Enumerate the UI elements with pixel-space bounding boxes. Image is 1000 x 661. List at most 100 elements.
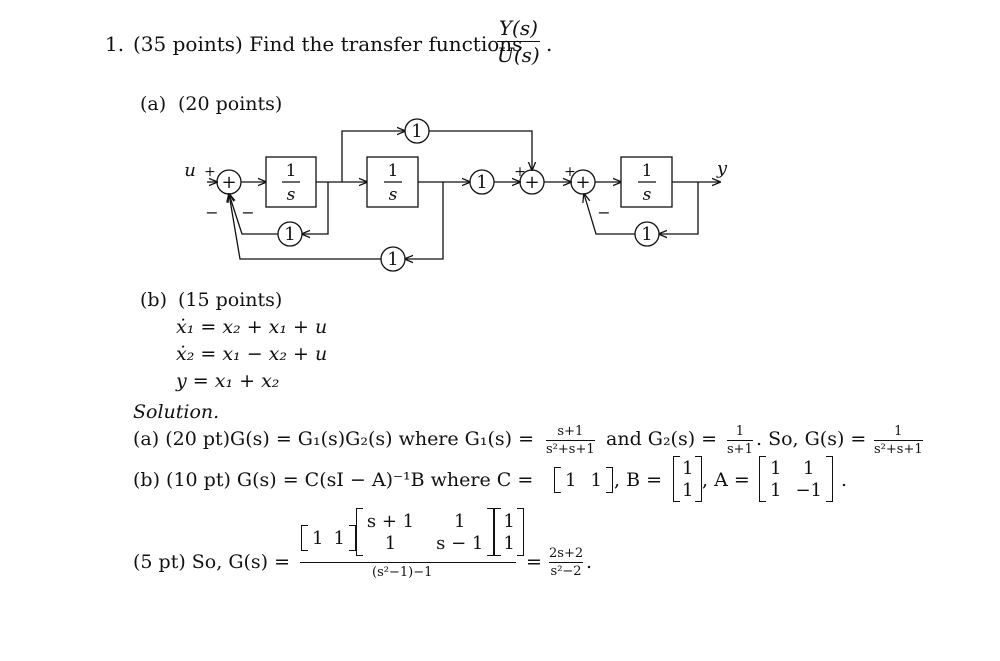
- matrix-a-entry: −1: [795, 479, 822, 501]
- matrix-b-entry: 1: [682, 457, 694, 479]
- gain-node: [634, 221, 660, 247]
- part-a-label: (a): [140, 93, 167, 115]
- gain-label: 1: [641, 224, 652, 245]
- feedback-line: [405, 182, 444, 259]
- minus-sign: −: [597, 203, 610, 222]
- feedback-line: [584, 194, 635, 235]
- gain-node: [469, 169, 495, 195]
- plus-sign: +: [514, 164, 526, 180]
- result-fraction: 2s+2 s²−2: [549, 546, 584, 580]
- minus-sign: −: [205, 203, 218, 222]
- feedback-line: [659, 182, 699, 234]
- state-equation-2: ẋ₂ = x₁ − x₂ + u: [176, 343, 328, 365]
- solution-b-prefix: (b) (10 pt) G(s) = C(sI − A)⁻¹B where C …: [133, 469, 534, 491]
- column-vector-entry: 1: [503, 532, 515, 554]
- feedforward-line: [429, 130, 532, 170]
- tf-period: .: [546, 32, 553, 56]
- matrix-a: 1 1 1 −1: [759, 456, 833, 502]
- adjugate-entry: 1: [454, 510, 466, 532]
- feedforward-line: [341, 131, 405, 182]
- matrix-a-entry: 1: [770, 479, 782, 501]
- row-vector: 1 1: [301, 525, 356, 551]
- matrix-a-entry: 1: [803, 457, 815, 479]
- g1-fraction: s+1 s²+s+1: [546, 425, 595, 456]
- summing-junction: [570, 169, 596, 195]
- tf-numerator: Y(s): [498, 16, 538, 40]
- output-equation: y = x₁ + x₂: [176, 370, 280, 392]
- matrix-c-entry: 1: [590, 469, 602, 491]
- feedback-line: [229, 194, 278, 235]
- row-vector-entry: 1: [312, 527, 324, 549]
- adjugate-entry: s + 1: [366, 510, 415, 532]
- minus-sign: −: [241, 203, 254, 222]
- gain-node: [277, 221, 303, 247]
- g2-numerator: 1: [735, 424, 745, 439]
- integrator-numerator: 1: [388, 161, 399, 181]
- column-vector-entry: 1: [503, 510, 515, 532]
- gain-label: 1: [411, 121, 422, 142]
- main-denominator: (s²−1)−1: [372, 565, 433, 580]
- main-fraction-bar: [300, 562, 516, 564]
- gain-label: 1: [387, 249, 398, 270]
- solution-b-A-label: , A =: [702, 469, 750, 491]
- g1-denominator: s²+s+1: [546, 442, 595, 458]
- g-denominator: s²+s+1: [874, 442, 923, 458]
- problem-intro: (35 points) Find the transfer functions: [133, 32, 523, 56]
- feedback-line: [229, 194, 381, 260]
- transfer-function-fraction: Y(s) U(s): [497, 18, 540, 65]
- part-a-points: (20 points): [178, 93, 283, 115]
- matrix-b: 1 1: [673, 456, 703, 502]
- integrator-denominator: s: [389, 185, 398, 205]
- gain-node: [404, 118, 430, 144]
- integrator-numerator: 1: [642, 161, 653, 181]
- adjugate-entry: s − 1: [436, 532, 484, 554]
- feedback-line: [302, 182, 329, 234]
- matrix-c-entry: 1: [565, 469, 577, 491]
- plus-sign: +: [564, 164, 576, 180]
- gain-label: 1: [284, 224, 295, 245]
- result-denominator: s²−2: [550, 564, 582, 580]
- g-fraction: 1 s²+s+1: [874, 425, 923, 456]
- tf-denominator: U(s): [497, 43, 540, 68]
- problem-number: 1.: [105, 32, 125, 56]
- state-equation-1: ẋ₁ = x₂ + x₁ + u: [176, 316, 328, 338]
- plus-sign: +: [204, 164, 216, 180]
- g1-numerator: s+1: [557, 424, 584, 439]
- sum-symbol: +: [575, 172, 590, 193]
- g2-denominator: s+1: [727, 442, 753, 458]
- adjugate-entry: 1: [384, 532, 397, 554]
- summing-junction: [216, 169, 242, 195]
- integrator-numerator: 1: [286, 161, 297, 181]
- solution-a-so: . So, G(s) =: [756, 428, 867, 450]
- output-label: y: [716, 158, 728, 179]
- equals-sign: =: [526, 551, 542, 573]
- matrix-b-entry: 1: [682, 479, 694, 501]
- solution-a-and: and G₂(s) =: [606, 428, 718, 450]
- solution-heading: Solution.: [133, 401, 220, 423]
- integrator-denominator: s: [643, 185, 652, 205]
- integrator-denominator: s: [287, 185, 296, 205]
- part-b-points: (15 points): [178, 289, 283, 311]
- matrix-a-entry: 1: [770, 457, 782, 479]
- part-b-label: (b): [140, 289, 167, 311]
- solution-b-period: .: [841, 469, 848, 491]
- sum-symbol: +: [524, 172, 539, 193]
- solution-a-prefix: (a) (20 pt)G(s) = G₁(s)G₂(s) where G₁(s)…: [133, 428, 535, 450]
- matrix-c: 1 1: [554, 467, 613, 493]
- adjugate-matrix: s + 1 1 1 s − 1: [355, 508, 495, 556]
- g2-fraction: 1 s+1: [727, 425, 753, 456]
- gain-node: [380, 246, 406, 272]
- result-numerator: 2s+2: [549, 546, 584, 561]
- solution-c-prefix: (5 pt) So, G(s) =: [133, 551, 291, 573]
- summing-junction: [519, 169, 545, 195]
- input-label: u: [184, 160, 196, 181]
- row-vector-entry: 1: [333, 527, 345, 549]
- solution-b-B-label: , B =: [614, 469, 663, 491]
- g-numerator: 1: [894, 424, 903, 439]
- gain-label: 1: [476, 172, 487, 193]
- column-vector: 1 1: [494, 508, 524, 556]
- sum-symbol: +: [221, 172, 236, 193]
- result-period: .: [586, 551, 593, 573]
- g-numerator-expression: 1 1 s + 1 1 1 s − 1 1 1: [301, 508, 524, 556]
